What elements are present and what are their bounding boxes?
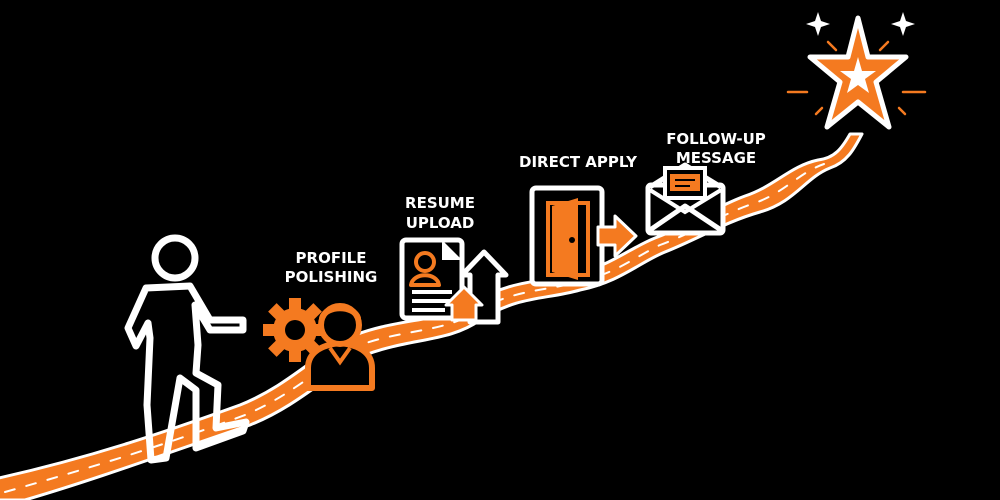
resume-upload-icon xyxy=(399,237,509,325)
career-road xyxy=(0,132,864,500)
step-labels: PROFILE POLISHING RESUME UPLOAD DIRECT A… xyxy=(285,130,766,286)
step-label-1-line-2: POLISHING xyxy=(285,268,378,286)
step-label-2-line-1: RESUME xyxy=(405,194,475,212)
step-label-4-line-1: FOLLOW-UP xyxy=(666,130,766,148)
star-icon xyxy=(807,15,909,130)
star-rays xyxy=(786,40,927,116)
step-label-3-line-1: DIRECT APPLY xyxy=(519,153,638,171)
person-bust-icon xyxy=(305,303,375,391)
envelope-message-icon xyxy=(645,162,726,236)
step-label-2-line-2: UPLOAD xyxy=(406,214,475,232)
door-arrow-icon xyxy=(529,185,638,287)
step-label-1-line-1: PROFILE xyxy=(296,249,367,267)
sparkle-icon xyxy=(806,12,915,36)
step-label-4-line-2: MESSAGE xyxy=(676,149,756,167)
gear-icon xyxy=(263,298,327,362)
gear-person-icon xyxy=(263,298,375,391)
walking-person-icon xyxy=(124,234,250,464)
